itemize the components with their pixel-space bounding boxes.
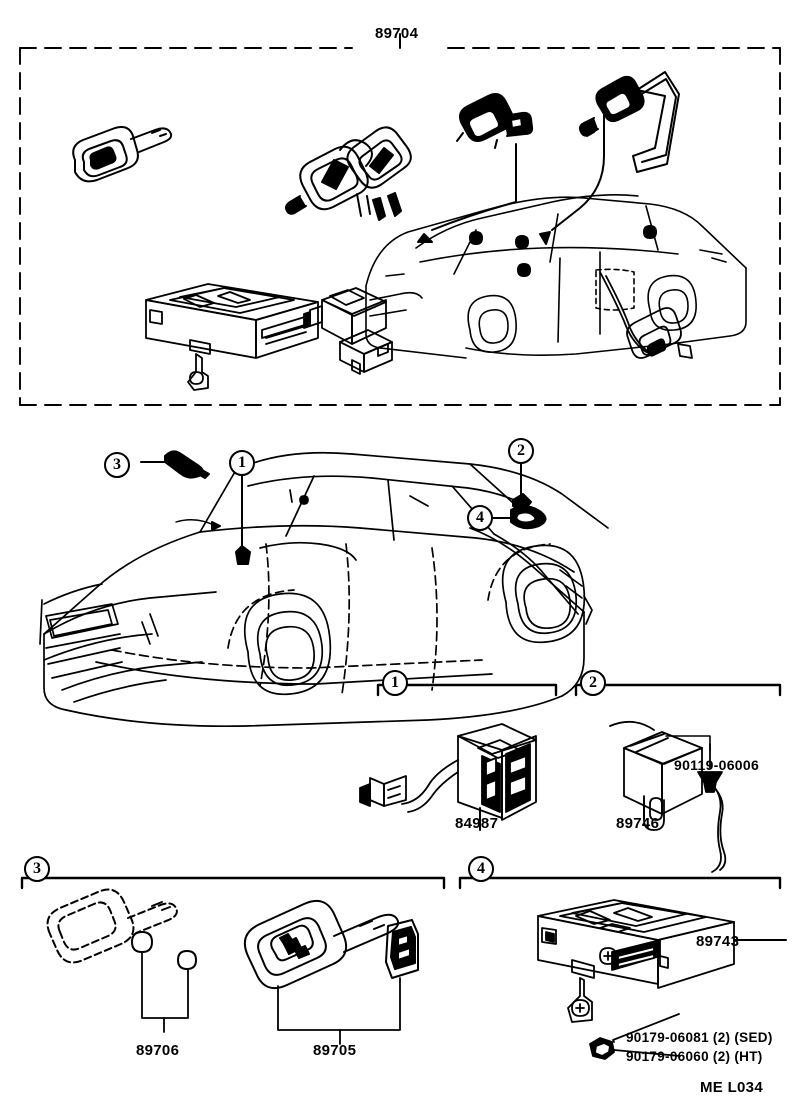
key-icon-topleft [72,126,173,183]
part-number-89746: 89746 [616,815,660,832]
vehicle-callout-4: 4 [467,505,493,531]
vehicle-callout-3: 3 [104,452,130,478]
part-number-90179-06060-ht: 90179-06060 (2) (HT) [626,1049,763,1064]
door-lock-actuator-icon [303,287,393,375]
section-marker-1: 1 [382,670,408,696]
section-4-bracket [458,876,782,890]
section-marker-4: 4 [468,856,494,882]
part-89705-artwork [244,900,419,1045]
trunk-cable-icon [599,271,693,359]
vehicle-callout-2: 2 [508,438,534,464]
part-number-90119-06006: 90119-06006 [674,757,760,773]
door-lock-cylinder-icon [456,93,534,149]
section-marker-2: 2 [580,670,606,696]
top-panel-leader-lines [417,109,657,277]
part-84987-artwork [359,723,537,831]
trunk-lock-icon [579,71,680,173]
section-3-bracket [20,876,446,890]
part-number-89743: 89743 [696,933,740,950]
drawing-id: ME L034 [700,1079,763,1096]
vehicle-callout-leaders [140,450,547,565]
part-89706-artwork [46,888,197,1033]
part-number-89705: 89705 [313,1042,357,1059]
part-89746-artwork [609,720,727,873]
assembly-box-89704 [19,33,781,406]
ecu-icon-top [145,283,319,391]
section-1-bracket [376,683,558,697]
key-set-icon [285,126,412,221]
vehicle-callout-1: 1 [229,450,255,476]
part-number-89706: 89706 [136,1042,180,1059]
part-number-84987: 84987 [455,815,499,832]
part-89743-artwork [537,899,787,1060]
section-2-bracket [574,683,782,697]
assembly-code-89704: 89704 [375,25,419,42]
car-outline-top [365,194,747,359]
section-marker-3: 3 [24,856,50,882]
part-number-90179-06081-sed: 90179-06081 (2) (SED) [626,1030,773,1045]
